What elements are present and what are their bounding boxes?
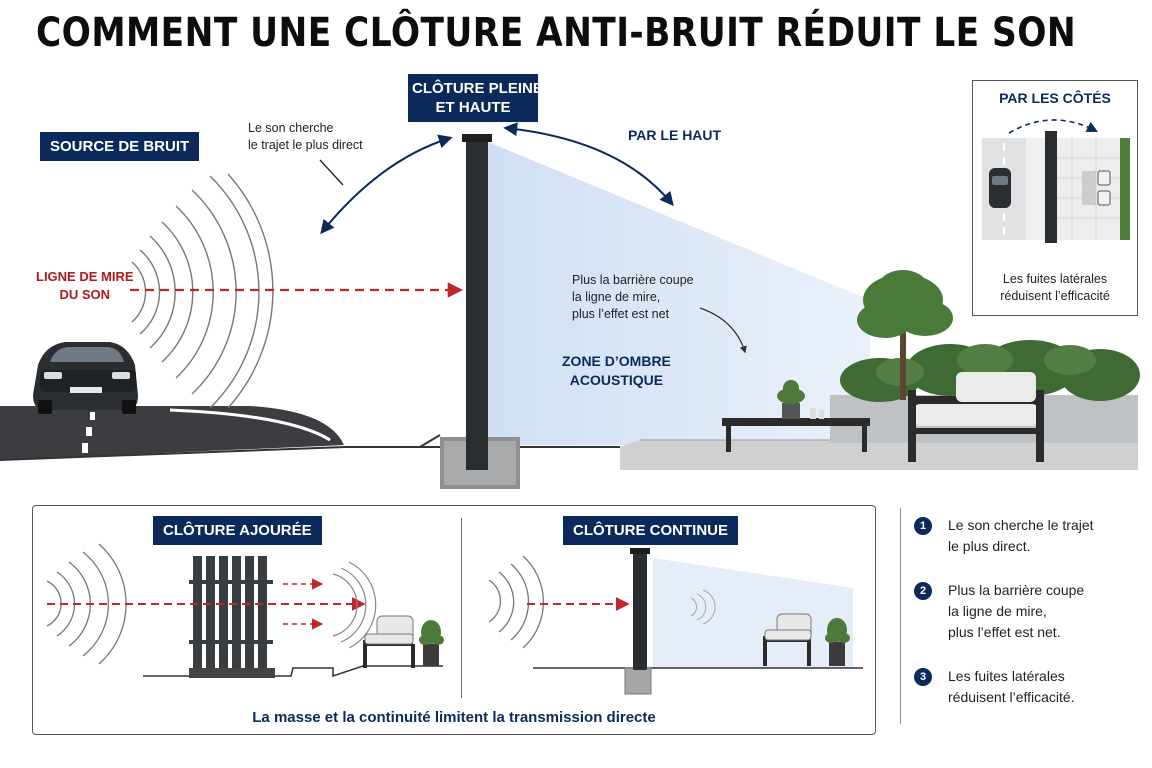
solid-fence-compare-diagram: [488, 548, 863, 695]
solid-fence-compare-label: CLÔTURE CONTINUE: [563, 516, 738, 545]
side-leak-note-line2: réduisent l’efficacité: [1000, 289, 1110, 303]
main-illustration: [0, 122, 1140, 489]
open-fence-label: CLÔTURE AJOURÉE: [153, 516, 322, 545]
car-illustration: [33, 342, 138, 414]
acoustic-shadow-label-line2: ACOUSTIQUE: [569, 372, 664, 388]
open-fence-diagram: [46, 543, 444, 678]
cut-line-note: Plus la barrière coupe la ligne de mire,…: [572, 272, 694, 323]
step-1-number: 1: [914, 517, 932, 535]
side-leak-inset: PAR LES CÔTÉS Les fuites latérales rédui…: [972, 80, 1138, 316]
step-3-line2: réduisent l’efficacité.: [948, 689, 1075, 705]
cut-line-note-line3: plus l’effet est net: [572, 307, 670, 321]
cut-line-note-line1: Plus la barrière coupe: [572, 273, 694, 287]
side-leak-title: PAR LES CÔTÉS: [999, 90, 1111, 106]
direct-path-note-line2: le trajet le plus direct: [248, 138, 363, 152]
step-2-line2: la ligne de mire,: [948, 603, 1047, 619]
line-of-sight-label-line2: DU SON: [59, 287, 111, 302]
comparison-diagrams: [46, 543, 863, 695]
side-leak-note: Les fuites latérales réduisent l’efficac…: [973, 271, 1137, 305]
steps-separator: [900, 508, 901, 724]
solid-fence-label-line1: CLÔTURE PLEINE: [412, 80, 543, 97]
direct-path-arrow: [320, 134, 453, 235]
cut-line-note-line2: la ligne de mire,: [572, 290, 661, 304]
direct-path-note-line1: Le son cherche: [248, 121, 334, 135]
line-of-sight-label-line1: LIGNE DE MIRE: [36, 269, 134, 284]
comparison-caption: La masse et la continuité limitent la tr…: [252, 709, 656, 726]
step-2-line1: Plus la barrière coupe: [948, 582, 1085, 598]
solid-fence-label-line2: ET HAUTE: [435, 99, 511, 116]
step-3-line1: Les fuites latérales: [948, 668, 1065, 684]
line-of-sight-label: LIGNE DE MIRE DU SON: [36, 268, 134, 304]
solid-fence: [440, 134, 520, 489]
over-top-label: PAR LE HAUT: [628, 127, 722, 143]
panel-divider: [461, 518, 462, 698]
side-leak-diagram: [982, 119, 1130, 243]
fence-comparison-panel: CLÔTURE AJOURÉE CLÔTURE CONTINUE: [32, 505, 876, 735]
over-top-arrow: [503, 122, 674, 207]
step-2-number: 2: [914, 582, 932, 600]
step-1-line1: Le son cherche le trajet: [948, 517, 1094, 533]
step-1-line2: le plus direct.: [948, 538, 1031, 554]
acoustic-shadow-zone: [488, 142, 870, 445]
patio: [620, 270, 1140, 470]
step-2-line3: plus l’effet est net.: [948, 624, 1061, 640]
solid-fence-label: CLÔTURE PLEINE ET HAUTE: [408, 74, 543, 122]
acoustic-shadow-label-line1: ZONE D’OMBRE: [562, 353, 671, 369]
side-leak-note-line1: Les fuites latérales: [1002, 272, 1108, 286]
road: [0, 405, 345, 460]
acoustic-shadow-label: ZONE D’OMBRE ACOUSTIQUE: [562, 352, 671, 390]
noise-source-label: SOURCE DE BRUIT: [40, 132, 200, 161]
page-title: COMMENT UNE CLÔTURE ANTI-BRUIT RÉDUIT LE…: [36, 10, 1077, 56]
step-3-number: 3: [914, 668, 932, 686]
direct-path-note: Le son cherche le trajet le plus direct: [248, 120, 363, 154]
